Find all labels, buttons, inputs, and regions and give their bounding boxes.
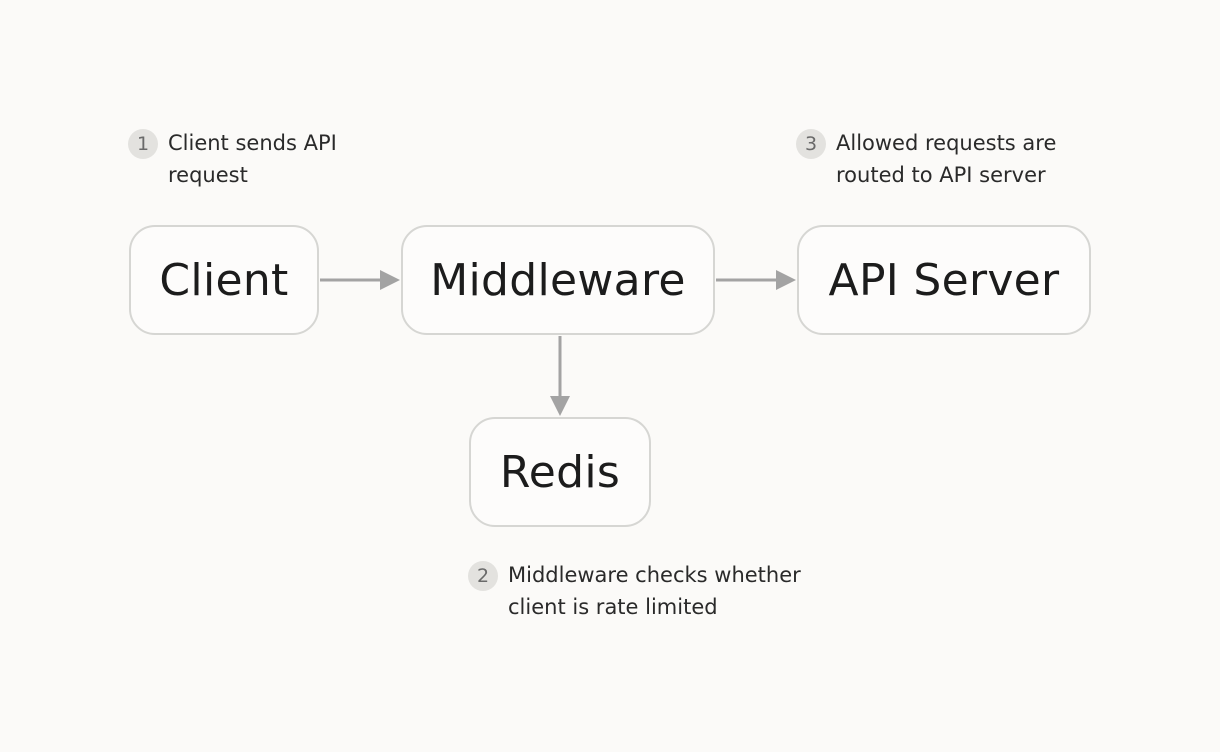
- step-number-badge: 2: [468, 561, 498, 591]
- arrow-middleware-to-api-server: [716, 270, 796, 290]
- step-description: Middleware checks whether client is rate…: [508, 563, 801, 619]
- step-number-badge: 1: [128, 129, 158, 159]
- redis-node: Redis: [469, 417, 651, 527]
- step-annotation-3: 3 Allowed requests are routed to API ser…: [796, 129, 1096, 191]
- step-description: Client sends API request: [168, 131, 337, 187]
- arrow-client-to-middleware: [320, 270, 400, 290]
- api-server-node: API Server: [797, 225, 1091, 335]
- middleware-node: Middleware: [401, 225, 715, 335]
- step-annotation-1: 1 Client sends API request: [128, 129, 378, 191]
- step-description: Allowed requests are routed to API serve…: [836, 131, 1057, 187]
- step-annotation-2: 2 Middleware checks whether client is ra…: [468, 561, 828, 623]
- step-number-badge: 3: [796, 129, 826, 159]
- arrow-middleware-to-redis: [550, 336, 570, 416]
- client-node: Client: [129, 225, 319, 335]
